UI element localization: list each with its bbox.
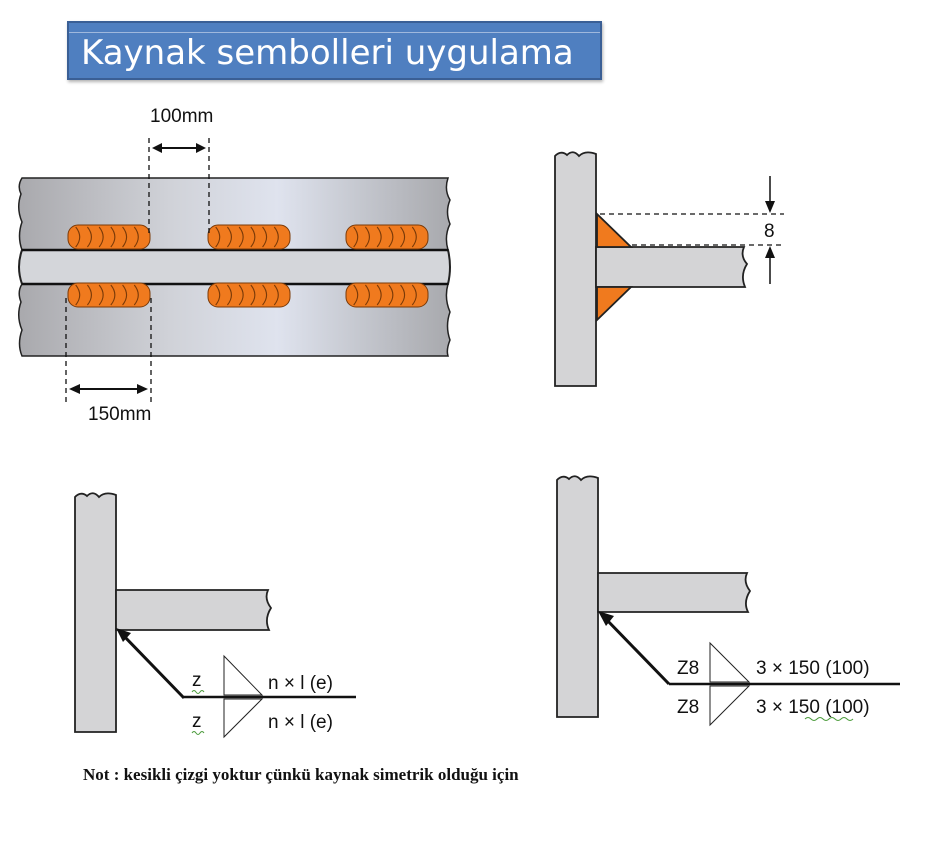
diagram-1-plate-weld: 100mm 150mm [18, 106, 451, 425]
horizontal-plate [595, 246, 749, 288]
size-z8-upper: Z8 [677, 658, 699, 679]
dim-label-150mm: 150mm [88, 404, 151, 425]
spec-lower: 3 × 150 (100) [756, 697, 870, 718]
diagram-3-generic-symbol: z n × l (e) z n × l (e) [74, 492, 356, 739]
horizontal-plate [115, 589, 273, 631]
lower-fillet-weld [596, 286, 634, 323]
spec-lower: n × l (e) [268, 712, 333, 733]
fillet-symbol-lower [709, 685, 751, 727]
vertical-plate [554, 151, 597, 387]
vertical-plate [556, 475, 599, 718]
diagram-2-tjoint-section: 8 [554, 151, 784, 387]
middle-plate [18, 249, 451, 285]
vertical-plate [74, 492, 117, 733]
diagram-4-applied-symbol: Z8 3 × 150 (100) Z8 3 × 150 (100) [556, 475, 900, 727]
title-highlight-line [69, 32, 600, 33]
weld-bead [67, 282, 151, 308]
spec-upper: 3 × 150 (100) [756, 658, 870, 679]
weld-bead [207, 282, 291, 308]
weld-bead [207, 224, 291, 250]
weld-bead [67, 224, 151, 250]
arrow-line [119, 631, 186, 700]
weld-bead [345, 282, 429, 308]
title-banner: Kaynak sembolleri uygulama [67, 21, 602, 80]
fillet-symbol-upper [709, 641, 751, 683]
arrow-line [602, 615, 671, 686]
horizontal-plate [597, 572, 752, 613]
fillet-symbol-lower [223, 698, 264, 739]
page-title: Kaynak sembolleri uygulama [81, 33, 574, 73]
dim-label-100mm: 100mm [150, 106, 213, 127]
spec-upper: n × l (e) [268, 673, 333, 694]
footnote: Not : kesikli çizgi yoktur çünkü kaynak … [83, 765, 519, 784]
weld-bead [345, 224, 429, 250]
upper-fillet-weld [596, 211, 634, 248]
weld-beads [67, 224, 429, 308]
size-z-lower: z [192, 711, 202, 732]
size-z8-lower: Z8 [677, 697, 699, 718]
size-z-upper: z [192, 670, 202, 691]
fillet-symbol-upper [223, 654, 264, 696]
dim-label-8: 8 [764, 221, 775, 242]
